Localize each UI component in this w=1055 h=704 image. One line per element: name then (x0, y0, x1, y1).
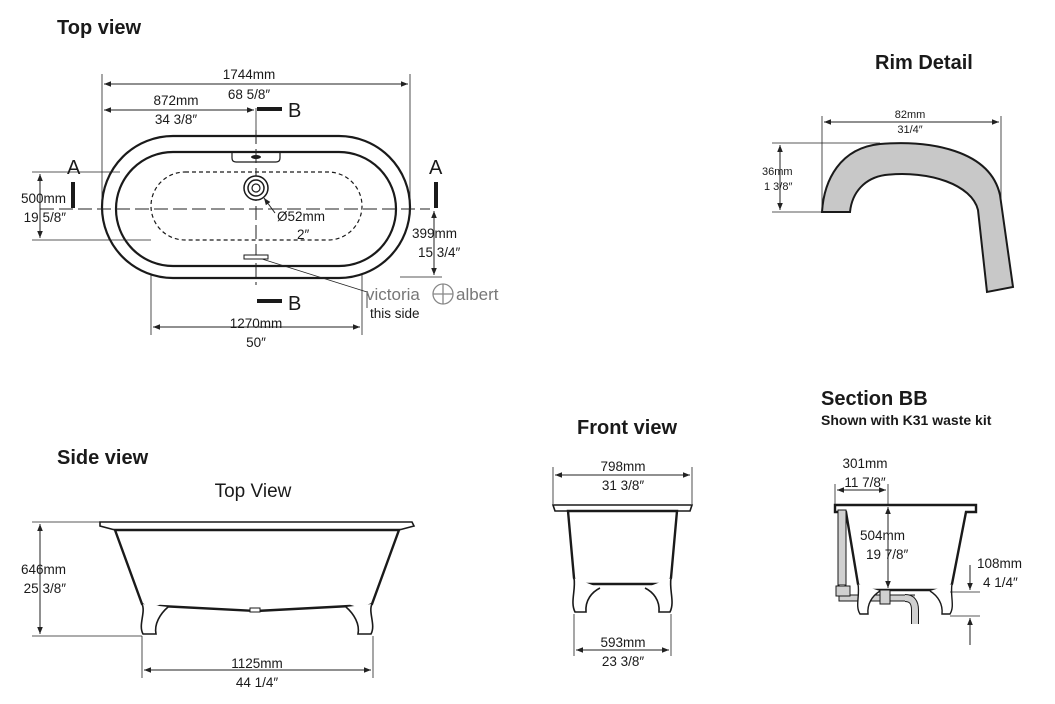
rim-height-mm: 36mm (762, 166, 793, 178)
rim-width-mm: 82mm (895, 109, 926, 121)
section-b-label-top: B (288, 100, 301, 122)
logo-plate (243, 254, 269, 260)
waste-outlet-fitting (879, 589, 891, 605)
front-view-heading: Front view (577, 417, 677, 439)
side-foot-right (345, 603, 374, 635)
waste-offset-in: 11 7/8″ (844, 475, 886, 490)
pipe-joint (835, 585, 851, 597)
floor-to-waste-in: 4 1/4″ (983, 575, 1018, 590)
half-length-mm: 872mm (153, 93, 198, 108)
brand-leader-line (261, 258, 368, 293)
width-mm: 500mm (21, 191, 66, 206)
front-view: Front view 798mm 31 3/8″ 593mm 23 3/8″ (551, 417, 694, 669)
half-length-in: 34 3/8″ (155, 112, 198, 127)
waste-outlet-core (251, 183, 261, 193)
side-waste (249, 607, 261, 613)
section-a-label-right: A (429, 157, 443, 179)
front-bath-body (566, 509, 679, 586)
depth-in: 19 7/8″ (866, 547, 909, 562)
side-view: Side view Top View 646mm 25 3/8″ 1125mm … (21, 447, 416, 690)
overflow-pipe (837, 509, 847, 586)
width-in: 19 5/8″ (24, 210, 67, 225)
rim-width-in: 31/4″ (897, 124, 922, 136)
height-mm: 646mm (21, 562, 66, 577)
front-feet-mm: 593mm (600, 635, 645, 650)
depth-mm: 504mm (860, 528, 905, 543)
section-a-label-left: A (67, 157, 81, 179)
trap (904, 595, 918, 624)
section-foot-right (929, 583, 954, 615)
side-view-heading: Side view (57, 447, 149, 469)
height-in: 25 3/8″ (24, 581, 67, 596)
brand-note: this side (370, 306, 420, 321)
rim-profile (820, 142, 1015, 294)
rim-to-centre-mm: 399mm (412, 226, 457, 241)
waste-outlet-inner (247, 179, 265, 197)
front-rim (551, 504, 694, 512)
brand-name-left: victoria (366, 285, 420, 304)
waste-leader-line (263, 197, 276, 214)
front-foot-left (572, 577, 601, 613)
rim-height-in: 1 3/8″ (764, 181, 792, 193)
rim-detail: Rim Detail 82mm 31/4″ 36mm 1 3/8″ (762, 52, 1015, 294)
brand-name-right: albert (456, 285, 499, 304)
rim-detail-heading: Rim Detail (875, 52, 973, 74)
overall-length-in: 68 5/8″ (228, 87, 271, 102)
section-foot-left (856, 583, 881, 615)
waste-offset-mm: 301mm (842, 456, 887, 471)
front-width-mm: 798mm (600, 459, 645, 474)
inner-length-mm: 1270mm (230, 316, 283, 331)
front-width-in: 31 3/8″ (602, 478, 645, 493)
section-bb-note: Shown with K31 waste kit (821, 412, 992, 428)
rim-to-centre-in: 15 3/4″ (418, 245, 461, 260)
section-bb: Section BB Shown with K31 waste kit 301m… (821, 388, 1022, 645)
side-foot-left (140, 603, 169, 635)
waste-diameter-in: 2″ (297, 227, 310, 242)
top-view: Top view 1744mm 68 5/8″ 872mm 34 3/8″ B … (21, 17, 499, 350)
floor-to-waste-mm: 108mm (977, 556, 1022, 571)
front-foot-right (644, 577, 673, 613)
overall-length-mm: 1744mm (223, 67, 276, 82)
top-view-heading: Top view (57, 17, 142, 39)
inner-length-in: 50″ (246, 335, 266, 350)
feet-span-in: 44 1/4″ (236, 675, 279, 690)
front-feet-in: 23 3/8″ (602, 654, 645, 669)
section-bb-heading: Section BB (821, 388, 928, 410)
waste-diameter-mm: Ø52mm (277, 209, 325, 224)
section-b-label-bottom: B (288, 293, 301, 315)
side-bath-body (113, 528, 401, 613)
feet-span-mm: 1125mm (231, 656, 283, 671)
side-view-caption: Top View (215, 481, 292, 502)
